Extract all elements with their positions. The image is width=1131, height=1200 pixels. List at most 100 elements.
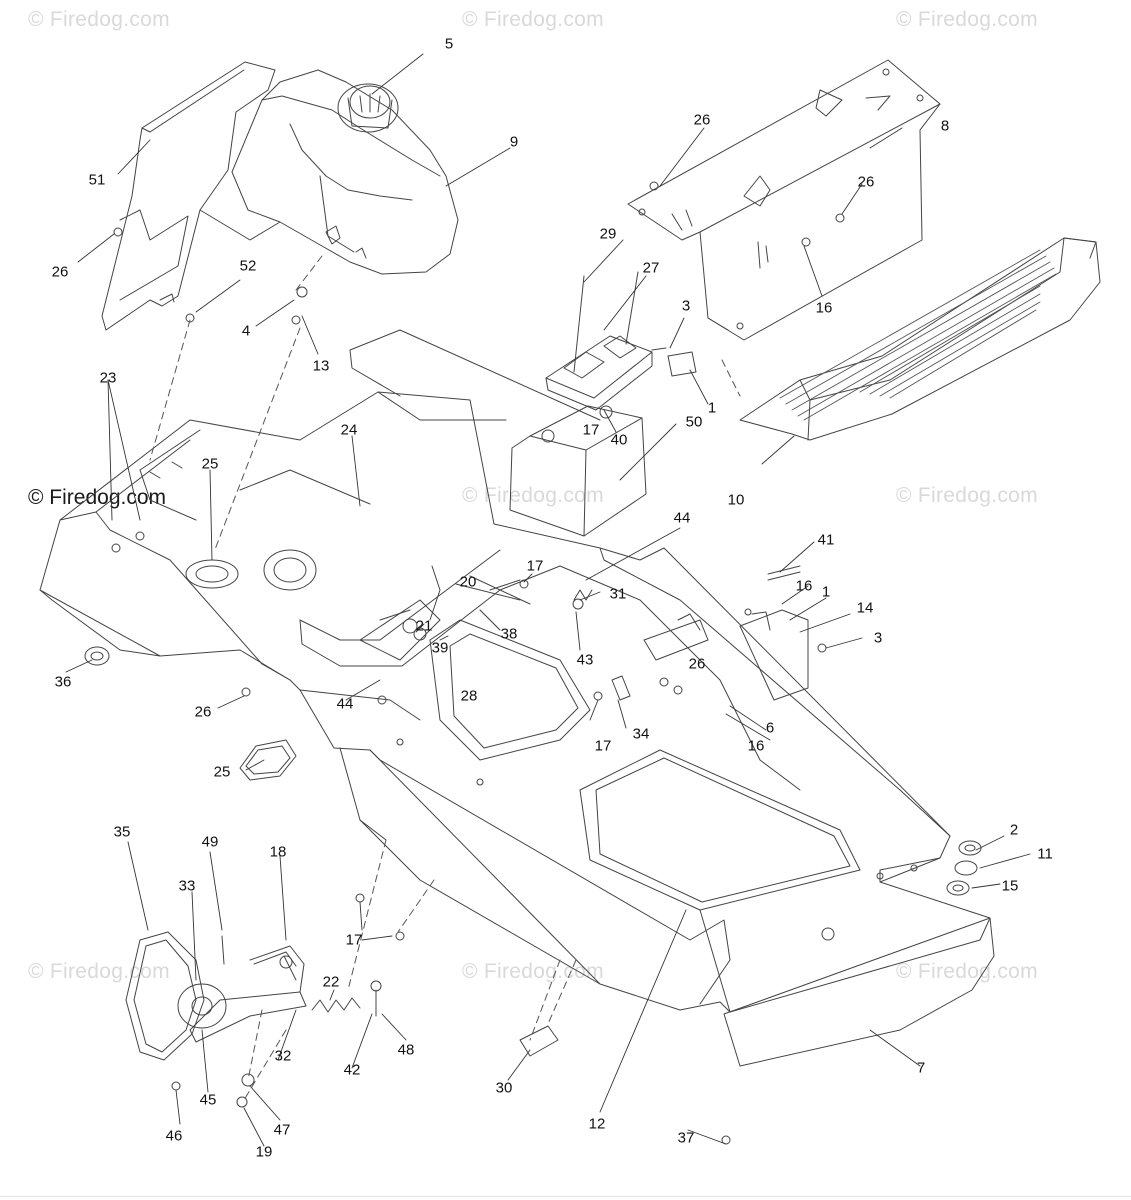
callout-50: 50 xyxy=(685,413,703,431)
callout-49: 49 xyxy=(201,833,219,851)
callout-51: 51 xyxy=(88,171,106,189)
callout-23: 23 xyxy=(99,369,117,387)
side-plate-part xyxy=(369,749,731,1005)
callout-13: 13 xyxy=(312,357,330,375)
callout-4: 4 xyxy=(241,322,251,340)
callout-48: 48 xyxy=(397,1041,415,1059)
pin-part xyxy=(767,565,801,581)
callout-18: 18 xyxy=(269,843,287,861)
callout-26: 26 xyxy=(857,173,875,191)
washers-part xyxy=(946,840,982,896)
callout-20: 20 xyxy=(459,573,477,591)
callout-2: 2 xyxy=(1009,821,1019,839)
footrest-step-part xyxy=(739,237,1101,441)
callout-14: 14 xyxy=(856,599,874,617)
callout-11: 11 xyxy=(1037,845,1053,863)
callout-21: 21 xyxy=(415,617,433,635)
callout-3: 3 xyxy=(681,297,691,315)
callout-24: 24 xyxy=(340,421,358,439)
callout-43: 43 xyxy=(576,651,594,669)
callout-17: 17 xyxy=(594,737,612,755)
callout-31: 31 xyxy=(609,585,627,603)
callout-44: 44 xyxy=(336,695,354,713)
fuel-tank-part xyxy=(231,69,459,275)
seat-bracket-part xyxy=(627,59,941,341)
callout-37: 37 xyxy=(677,1129,695,1147)
watermark: © Firedog.com xyxy=(462,484,604,507)
callout-46: 46 xyxy=(165,1127,183,1145)
callout-7: 7 xyxy=(916,1059,926,1077)
callout-26: 26 xyxy=(51,263,69,281)
watermark: © Firedog.com xyxy=(896,8,1038,31)
callout-45: 45 xyxy=(199,1091,217,1109)
bottom-divider xyxy=(0,1196,1131,1197)
drive-belt-part xyxy=(125,931,205,1061)
callout-16: 16 xyxy=(815,299,833,317)
callout-16: 16 xyxy=(747,737,765,755)
callout-34: 34 xyxy=(632,725,650,743)
battery-part xyxy=(509,405,647,537)
bracket-part xyxy=(739,609,809,701)
watermark: © Firedog.com xyxy=(896,960,1038,983)
callout-32: 32 xyxy=(274,1047,292,1065)
callout-30: 30 xyxy=(495,1079,513,1097)
callout-44: 44 xyxy=(673,509,691,527)
callout-35: 35 xyxy=(113,823,131,841)
callout-17: 17 xyxy=(582,421,600,439)
access-cover-part xyxy=(239,739,297,781)
callout-42: 42 xyxy=(343,1061,361,1079)
callout-41: 41 xyxy=(817,531,835,549)
rear-fender-part xyxy=(101,61,281,331)
callout-25: 25 xyxy=(213,763,231,781)
bolt-parts xyxy=(171,935,382,1108)
callout-17: 17 xyxy=(345,931,363,949)
callout-26: 26 xyxy=(693,111,711,129)
callout-36: 36 xyxy=(54,673,72,691)
spring-22-part xyxy=(311,997,361,1013)
rear-flap-part xyxy=(723,917,995,1067)
callout-28: 28 xyxy=(460,687,478,705)
callout-29: 29 xyxy=(599,225,617,243)
callout-39: 39 xyxy=(431,639,449,657)
idler-arm-part xyxy=(189,945,307,1043)
main-watermark: © Firedog.com xyxy=(28,486,167,509)
pedal-linkage-part xyxy=(359,565,531,661)
callout-16: 16 xyxy=(795,577,813,595)
callout-1: 1 xyxy=(821,583,831,601)
callout-12: 12 xyxy=(588,1115,606,1133)
callout-8: 8 xyxy=(940,117,950,135)
callout-40: 40 xyxy=(610,431,628,449)
clip-30-part xyxy=(519,1025,559,1057)
idler-pulley-part xyxy=(177,983,227,1029)
callout-52: 52 xyxy=(239,257,257,275)
callout-19: 19 xyxy=(255,1143,273,1161)
callout-38: 38 xyxy=(500,625,518,643)
watermark: © Firedog.com xyxy=(28,8,170,31)
callout-15: 15 xyxy=(1001,877,1019,895)
callout-17: 17 xyxy=(526,557,544,575)
callout-47: 47 xyxy=(273,1121,291,1139)
assembly-center-lines xyxy=(149,255,741,1101)
callout-3: 3 xyxy=(873,629,883,647)
callout-27: 27 xyxy=(642,259,660,277)
callout-33: 33 xyxy=(178,877,196,895)
watermark: © Firedog.com xyxy=(462,8,604,31)
spring-31-part xyxy=(572,589,593,610)
main-frame-part xyxy=(39,329,991,1013)
grommet-part xyxy=(84,646,110,666)
callout-9: 9 xyxy=(509,133,519,151)
solenoid-part xyxy=(651,347,697,377)
callout-22: 22 xyxy=(322,973,340,991)
watermark: © Firedog.com xyxy=(896,484,1038,507)
callout-6: 6 xyxy=(765,719,775,737)
callout-10: 10 xyxy=(727,491,745,509)
leader-lines xyxy=(65,53,1031,1147)
callout-5: 5 xyxy=(444,35,454,53)
spacer-34-part xyxy=(611,675,631,701)
callout-26: 26 xyxy=(688,655,706,673)
callout-25: 25 xyxy=(201,455,219,473)
callout-26: 26 xyxy=(194,703,212,721)
battery-holddown-part xyxy=(545,271,653,411)
